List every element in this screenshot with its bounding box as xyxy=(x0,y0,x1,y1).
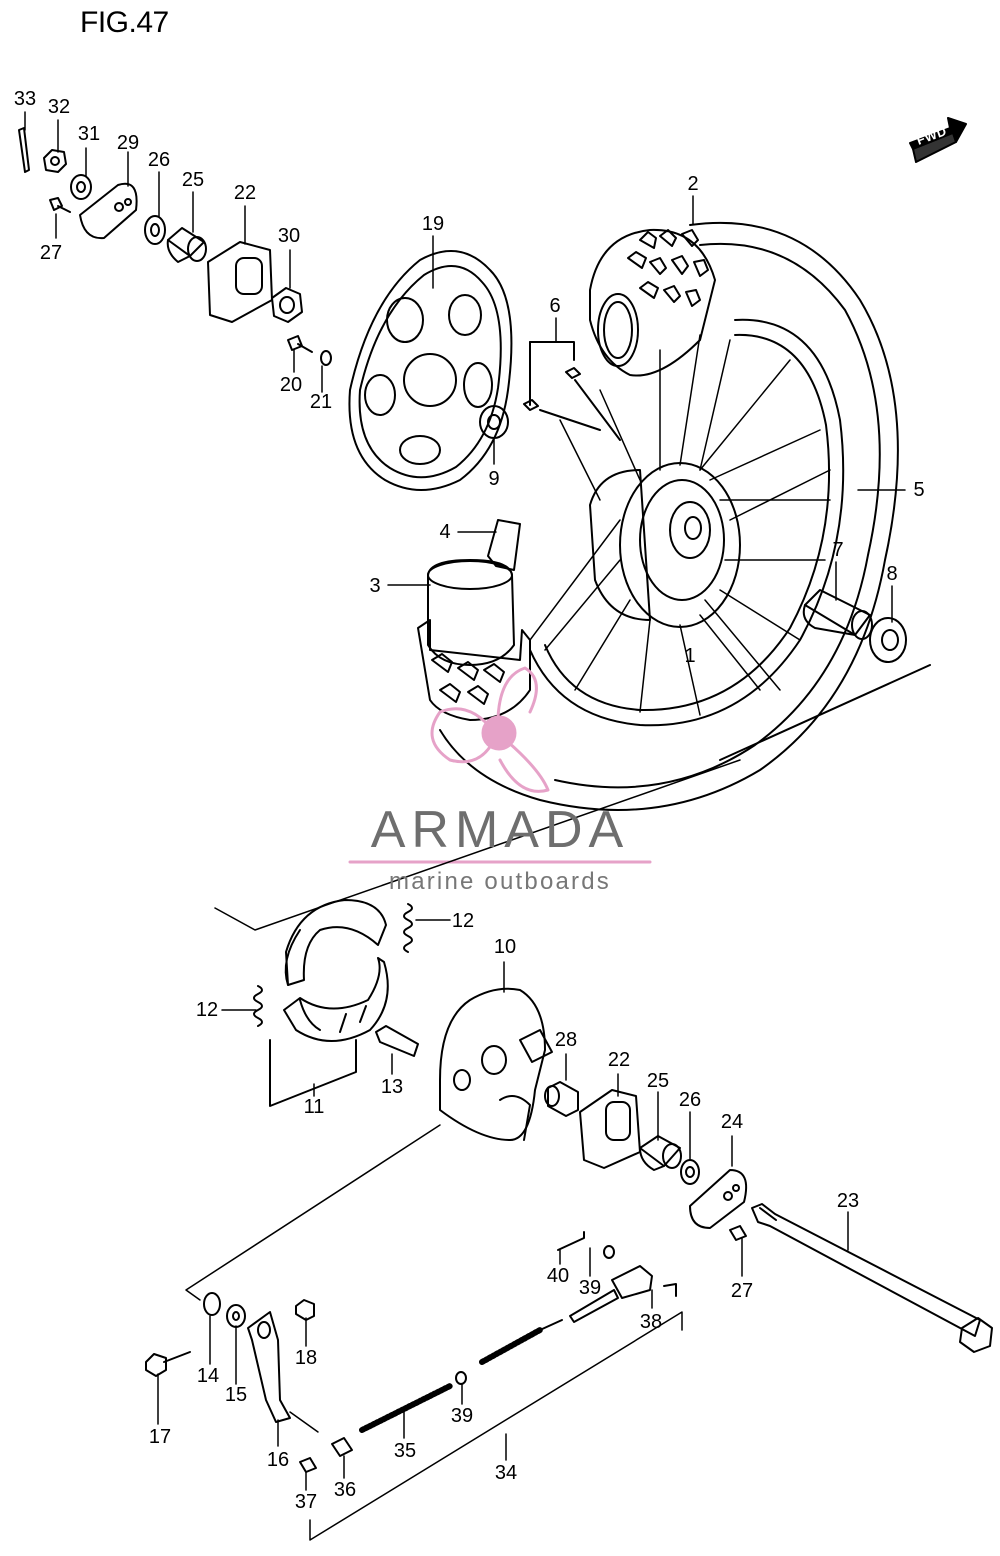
left-axle-hardware xyxy=(18,127,332,366)
callout-8: 8 xyxy=(886,563,898,585)
callout-28: 28 xyxy=(554,1029,578,1051)
callout-38: 38 xyxy=(639,1311,663,1333)
callout-22-lower: 22 xyxy=(607,1049,631,1071)
callout-11: 11 xyxy=(303,1096,325,1118)
callout-36: 36 xyxy=(333,1479,357,1501)
tire-band-part xyxy=(417,519,531,721)
callout-39-upper: 39 xyxy=(578,1277,602,1299)
callout-33: 33 xyxy=(13,88,37,110)
callout-12-upper: 12 xyxy=(451,910,475,932)
callout-9: 9 xyxy=(488,468,500,490)
callout-5: 5 xyxy=(913,479,925,501)
brake-shoe-part xyxy=(253,899,419,1107)
callout-1: 1 xyxy=(684,645,696,667)
axle-nut-part xyxy=(43,149,67,173)
callout-39-lower: 39 xyxy=(450,1405,474,1427)
callout-25: 25 xyxy=(181,169,205,191)
callout-29: 29 xyxy=(116,132,140,154)
watermark-tagline: marine outboards xyxy=(389,868,611,895)
rear-wheel-assembly xyxy=(439,221,931,811)
watermark-brand: ARMADA xyxy=(370,801,630,859)
callout-22: 22 xyxy=(233,182,257,204)
callout-15: 15 xyxy=(224,1384,248,1406)
watermark-propeller-icon xyxy=(430,666,550,793)
rear-axle-part xyxy=(751,1203,993,1353)
washer-part xyxy=(70,174,92,200)
fwd-arrow-icon xyxy=(909,117,967,163)
callout-14: 14 xyxy=(196,1365,220,1387)
callout-25-lower: 25 xyxy=(646,1070,670,1092)
collar-part xyxy=(271,287,303,323)
callout-7: 7 xyxy=(832,539,844,561)
callout-21: 21 xyxy=(309,391,333,413)
figure-title: FIG.47 xyxy=(80,6,169,39)
callout-27: 27 xyxy=(39,242,63,264)
cotter-pin-part xyxy=(18,127,30,173)
rear-sprocket-part xyxy=(348,250,513,491)
callout-20: 20 xyxy=(279,374,303,396)
callout-18: 18 xyxy=(294,1347,318,1369)
callout-26: 26 xyxy=(147,149,171,171)
chain-adjuster-part xyxy=(79,182,138,240)
callout-23: 23 xyxy=(836,1190,860,1212)
callout-26-lower: 26 xyxy=(678,1089,702,1111)
right-axle-hardware xyxy=(544,1081,748,1241)
callout-12-lower: 12 xyxy=(195,999,219,1021)
callout-16: 16 xyxy=(266,1449,290,1471)
brake-panel-part xyxy=(439,987,553,1141)
callout-35: 35 xyxy=(393,1440,417,1462)
callout-31: 31 xyxy=(77,123,101,145)
callout-37: 37 xyxy=(294,1491,318,1513)
callout-3: 3 xyxy=(369,575,381,597)
callout-40: 40 xyxy=(546,1265,570,1287)
callout-34: 34 xyxy=(494,1462,518,1484)
spacer-part xyxy=(167,227,205,257)
callout-4: 4 xyxy=(439,521,451,543)
callout-27-lower: 27 xyxy=(730,1280,754,1302)
callout-32: 32 xyxy=(47,96,71,118)
callout-19: 19 xyxy=(421,213,445,235)
callout-10: 10 xyxy=(493,936,517,958)
callout-13: 13 xyxy=(380,1076,404,1098)
rim-strip-part xyxy=(487,519,521,571)
callout-30: 30 xyxy=(277,225,301,247)
callout-6: 6 xyxy=(549,295,561,317)
washer-part xyxy=(144,215,166,245)
callout-17: 17 xyxy=(148,1426,172,1448)
brake-rod-assembly xyxy=(145,1124,683,1541)
callout-2: 2 xyxy=(687,173,699,195)
callout-24: 24 xyxy=(720,1111,744,1133)
